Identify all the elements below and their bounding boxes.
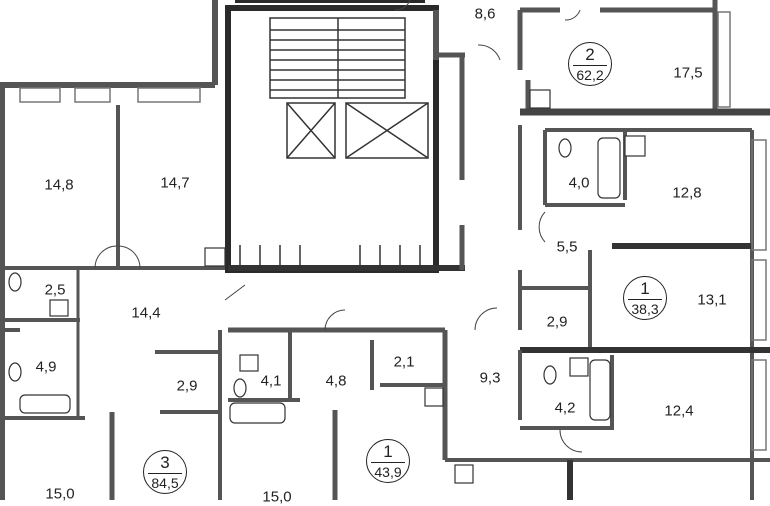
divider [371, 462, 405, 463]
room-area-label: 4,9 [35, 358, 57, 376]
apartment-badge: 1 38,3 [623, 276, 667, 320]
room-area-label: 4,0 [568, 174, 590, 192]
room-area-label: 9,3 [479, 369, 501, 387]
room-area-label: 8,6 [474, 5, 496, 23]
apartment-area: 62,2 [576, 67, 604, 83]
staircase [239, 17, 429, 265]
apartment-badge: 3 84,5 [143, 450, 187, 494]
apartment-rooms: 2 [585, 45, 595, 64]
room-area-label: 4,8 [325, 372, 347, 390]
bathroom-fixtures [8, 89, 646, 484]
room-area-label: 2,9 [176, 377, 198, 395]
room-area-label: 15,0 [45, 485, 75, 503]
divider [628, 299, 662, 300]
room-area-label: 2,1 [393, 353, 415, 371]
room-area-label: 4,1 [260, 372, 282, 390]
room-area-label: 14,7 [160, 174, 190, 192]
room-area-label: 14,4 [131, 304, 161, 322]
windows [19, 11, 767, 451]
room-area-label: 12,8 [672, 184, 702, 202]
room-area-label: 15,0 [262, 488, 292, 506]
room-area-label: 12,4 [664, 402, 694, 420]
apartment-rooms: 3 [160, 453, 170, 472]
apartment-rooms: 1 [640, 279, 650, 298]
divider [148, 473, 182, 474]
room-area-label: 14,8 [44, 176, 74, 194]
room-area-label: 4,2 [554, 399, 576, 417]
apartment-rooms: 1 [383, 442, 393, 461]
apartment-area: 84,5 [151, 475, 179, 491]
room-area-label: 5,5 [556, 238, 578, 256]
room-area-label: 2,5 [44, 281, 66, 299]
apartment-badge: 1 43,9 [366, 439, 410, 483]
room-area-label: 2,9 [546, 313, 568, 331]
divider [573, 65, 607, 66]
room-area-label: 13,1 [697, 291, 727, 309]
door-swings [94, 0, 583, 453]
apartment-area: 43,9 [374, 464, 402, 480]
apartment-area: 38,3 [631, 301, 659, 317]
apartment-badge: 2 62,2 [568, 42, 612, 86]
room-area-label: 17,5 [673, 64, 703, 82]
